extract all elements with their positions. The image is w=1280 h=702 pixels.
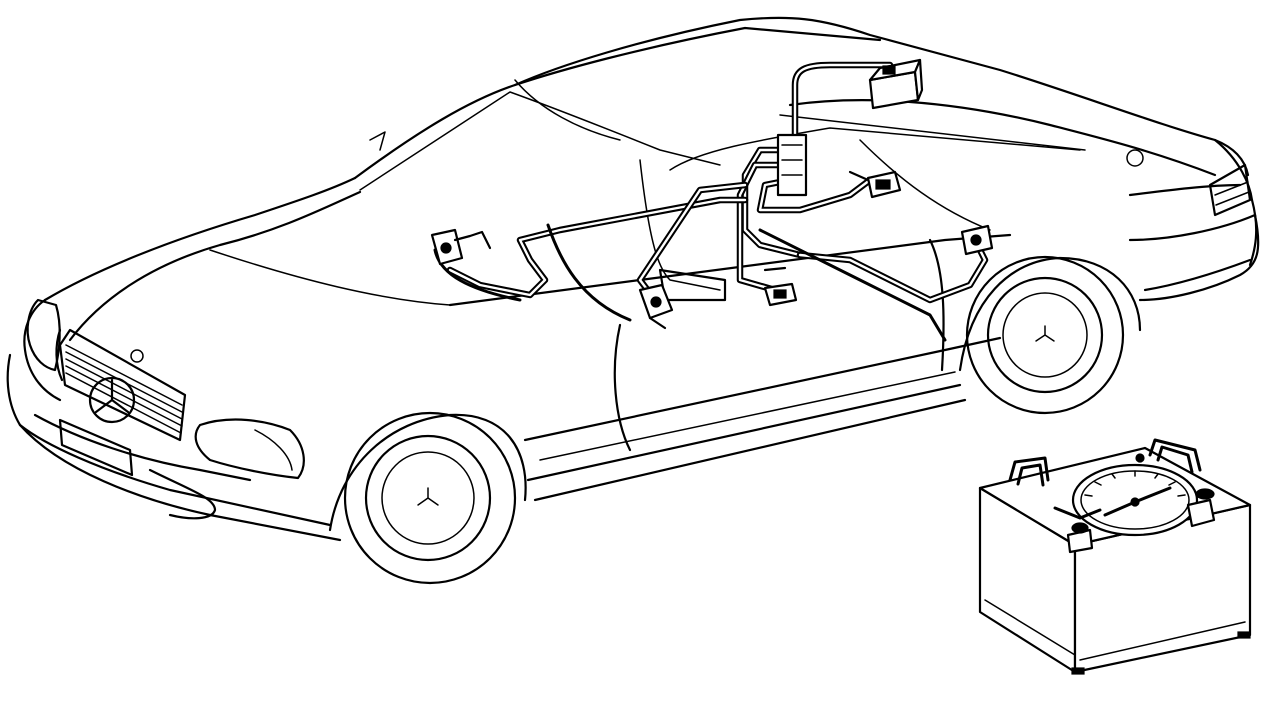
vacuum-reservoir xyxy=(868,58,924,110)
actuator-passenger-door xyxy=(763,266,798,307)
actuator-front-left xyxy=(430,228,492,266)
pressure-tester xyxy=(978,438,1252,675)
actuator-trunk xyxy=(960,224,994,256)
actuator-fuel-filler xyxy=(848,170,902,199)
car-body xyxy=(6,16,1260,585)
vacuum-lines xyxy=(433,61,989,342)
manifold-block xyxy=(776,133,808,197)
actuator-driver-door xyxy=(638,283,674,330)
